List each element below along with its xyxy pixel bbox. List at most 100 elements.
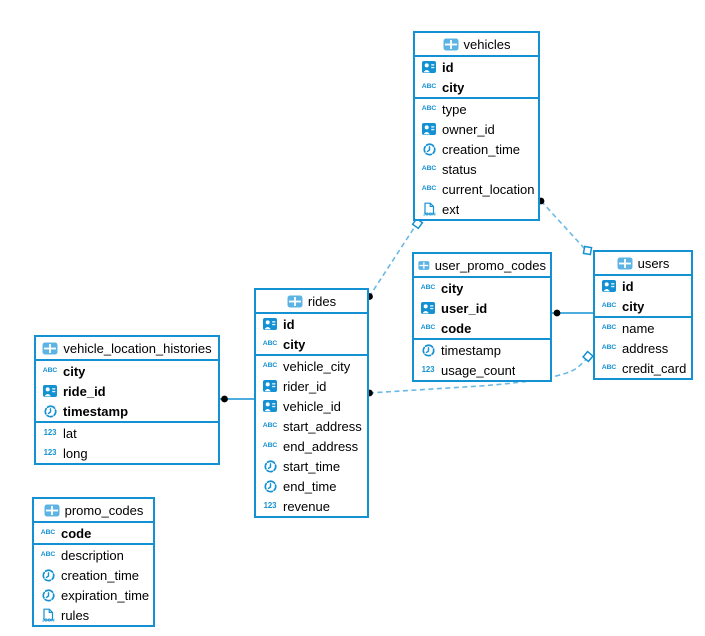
person-icon-box <box>261 380 279 392</box>
number-123-icon: 123 <box>421 365 435 375</box>
abc-text-icon: ABC <box>601 363 617 371</box>
abc-icon-box: ABC <box>600 343 618 352</box>
column-row-users-id[interactable]: id <box>595 276 691 296</box>
clock-icon <box>43 404 57 418</box>
json-icon: JSON <box>423 202 436 216</box>
table-header-promo_codes[interactable]: promo_codes <box>34 499 153 523</box>
person-icon-box <box>420 61 438 73</box>
column-label: end_address <box>283 438 359 454</box>
column-label: user_id <box>441 300 488 316</box>
svg-text:JSON: JSON <box>423 211 436 216</box>
column-label: creation_time <box>442 141 521 157</box>
clock-icon-box <box>419 343 437 357</box>
column-label: id <box>442 59 454 75</box>
person-id-icon <box>43 385 57 397</box>
column-row-rides-start_time[interactable]: start_time <box>256 456 367 476</box>
column-label: creation_time <box>61 567 140 583</box>
column-row-vehicle_location_histories-timestamp[interactable]: timestamp <box>36 401 218 421</box>
abc-text-icon: ABC <box>421 184 437 192</box>
column-row-vehicle_location_histories-ride_id[interactable]: ride_id <box>36 381 218 401</box>
column-row-promo_codes-expiration_time[interactable]: expiration_time <box>34 585 153 605</box>
abc-icon-box: ABC <box>420 184 438 193</box>
column-row-rides-revenue[interactable]: 123 revenue <box>256 496 367 516</box>
table-header-rides[interactable]: rides <box>256 290 367 314</box>
column-label: status <box>442 161 477 177</box>
column-row-user_promo_codes-timestamp[interactable]: timestamp <box>414 340 550 360</box>
column-row-vehicles-id[interactable]: id <box>415 57 538 77</box>
table-header-user_promo_codes[interactable]: user_promo_codes <box>414 254 550 278</box>
edge-endpoint-diamond <box>582 350 594 363</box>
column-label: vehicle_id <box>283 398 341 414</box>
column-row-rides-id[interactable]: id <box>256 314 367 334</box>
relationship-edge-rides-vehicles[interactable] <box>368 227 415 298</box>
abc-text-icon: ABC <box>262 421 278 429</box>
column-label: code <box>441 320 472 336</box>
column-label: ride_id <box>63 383 106 399</box>
person-id-icon <box>422 123 436 135</box>
number-123-icon: 123 <box>263 501 277 511</box>
column-row-rides-vehicle_id[interactable]: vehicle_id <box>256 396 367 416</box>
column-row-promo_codes-creation_time[interactable]: creation_time <box>34 565 153 585</box>
column-label: id <box>283 316 295 332</box>
column-row-vehicles-owner_id[interactable]: owner_id <box>415 119 538 139</box>
table-header-users[interactable]: users <box>595 252 691 276</box>
column-row-rides-rider_id[interactable]: rider_id <box>256 376 367 396</box>
abc-text-icon: ABC <box>601 343 617 351</box>
column-row-rides-end_time[interactable]: end_time <box>256 476 367 496</box>
json-icon-box: JSON <box>39 608 57 622</box>
abc-text-icon: ABC <box>420 283 436 291</box>
clock-icon-box <box>261 459 279 473</box>
column-row-user_promo_codes-user_id[interactable]: user_id <box>414 298 550 318</box>
relationship-edge-vehicles-users[interactable] <box>540 200 585 249</box>
abc-icon-box: ABC <box>600 324 618 332</box>
column-row-vehicles-creation_time[interactable]: creation_time <box>415 139 538 159</box>
relationship-edge-rides-users[interactable] <box>368 358 588 394</box>
column-label: owner_id <box>442 121 495 137</box>
column-label: rider_id <box>283 378 327 394</box>
column-label: end_time <box>283 478 337 494</box>
abc-icon-box: ABC <box>261 362 279 370</box>
person-id-icon <box>263 318 277 330</box>
clock-icon-box <box>39 568 57 582</box>
edge-endpoint-diamond <box>582 245 593 256</box>
table-header-vehicle_location_histories[interactable]: vehicle_location_histories <box>36 337 218 361</box>
pk-section-divider <box>36 421 218 423</box>
table-icon <box>617 257 633 269</box>
table-icon <box>42 342 58 354</box>
abc-icon-box: ABC <box>419 283 437 292</box>
table-header-vehicles[interactable]: vehicles <box>415 33 538 57</box>
clock-icon-box <box>41 404 59 418</box>
column-label: code <box>61 525 92 541</box>
column-label: revenue <box>283 498 330 514</box>
column-label: lat <box>63 425 77 441</box>
person-id-icon <box>422 61 436 73</box>
